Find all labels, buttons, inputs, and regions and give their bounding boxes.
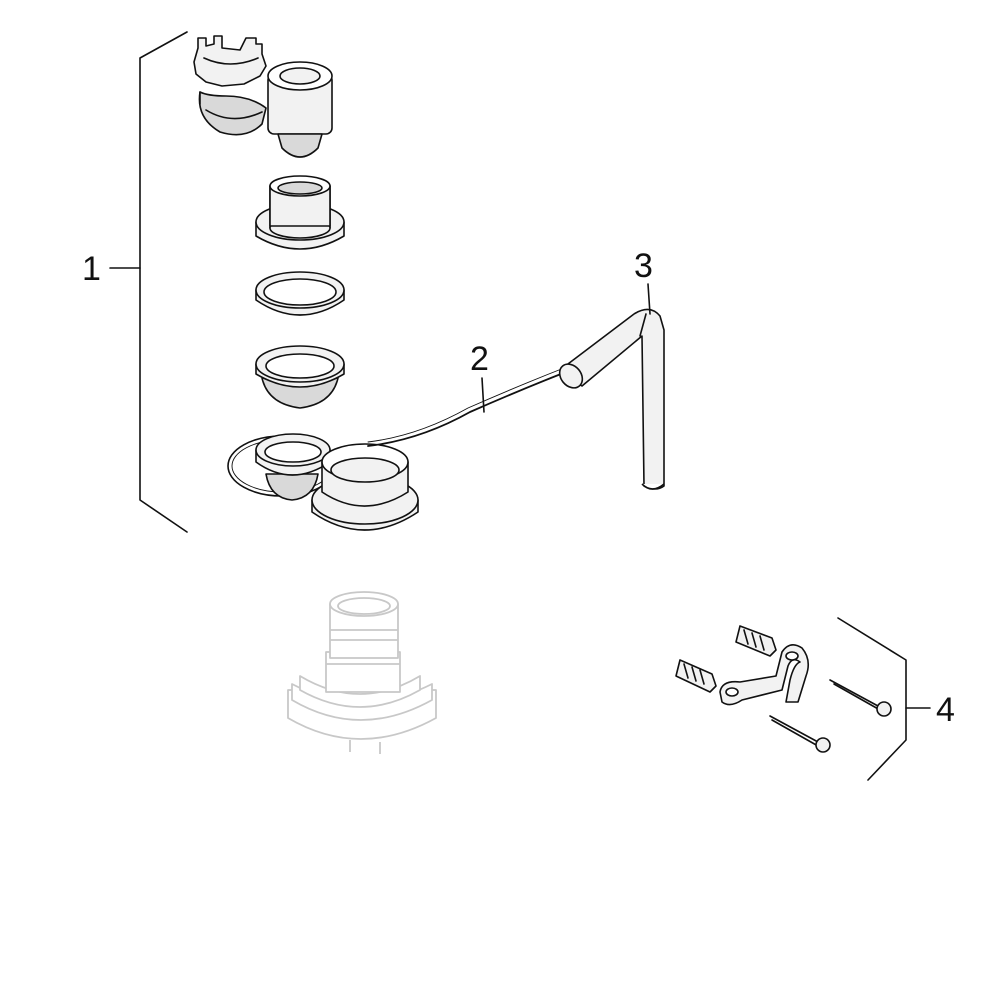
pull-rod — [558, 308, 665, 490]
callout-3-label: 3 — [634, 247, 653, 285]
flanged-sleeve — [255, 175, 345, 250]
drain-cup — [311, 443, 419, 531]
callout-3-leader — [647, 283, 651, 315]
callout-4-label: 4 — [936, 691, 955, 729]
valve-cap — [267, 61, 333, 158]
callout-1-label: 1 — [82, 250, 101, 288]
bracket-4 — [837, 617, 931, 781]
mounting-hardware — [675, 625, 892, 753]
clip-ring — [193, 35, 267, 136]
drain-body-ghost — [287, 591, 437, 754]
pull-cable — [367, 367, 567, 447]
bracket-1 — [109, 31, 188, 533]
o-ring-seal — [255, 271, 345, 316]
callout-2-label: 2 — [470, 340, 489, 378]
callout-2-leader — [481, 377, 485, 413]
valve-plug — [227, 433, 337, 501]
cup-washer — [255, 345, 345, 409]
